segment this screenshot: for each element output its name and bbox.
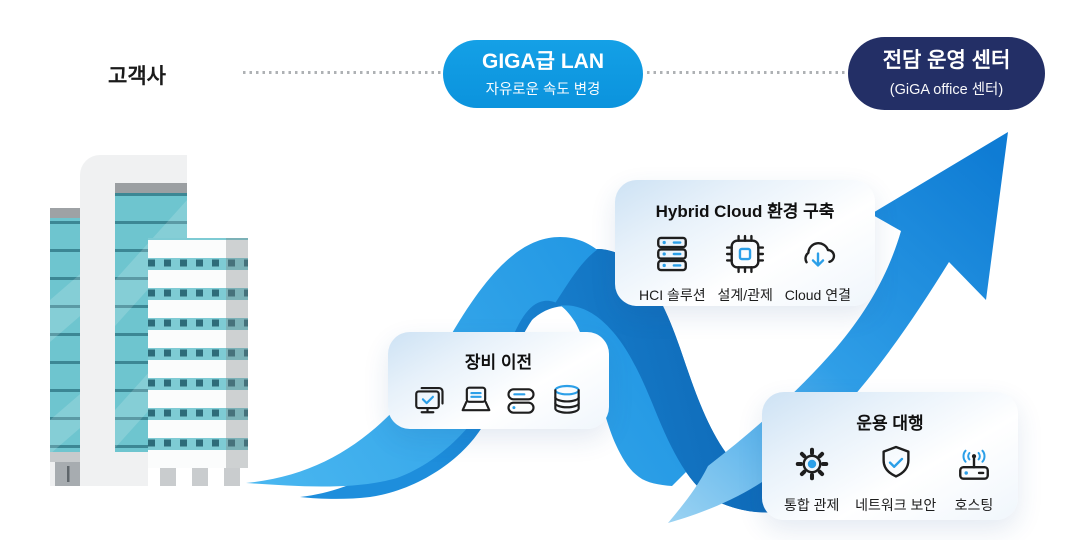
operation-center-pill: 전담 운영 센터 (GiGA office 센터) [848, 37, 1045, 110]
ops-item-hosting: 호스팅 [952, 442, 996, 515]
ops-item-hosting-label: 호스팅 [954, 497, 994, 513]
giga-lan-title: GIGA급 LAN [482, 49, 604, 73]
monitor-check-icon [410, 381, 450, 421]
server-icon [501, 381, 541, 421]
dotted-connector-left [243, 71, 441, 74]
router-icon [952, 442, 996, 486]
ops-item-control-label: 통합 관제 [784, 497, 840, 513]
cloud-download-icon [796, 232, 840, 276]
shield-check-icon [874, 442, 918, 486]
operations-card: 운용 대행 통합 관제 [762, 392, 1018, 520]
equipment-move-card: 장비 이전 [388, 332, 609, 429]
laptop-icon [456, 381, 496, 421]
customer-label: 고객사 [108, 65, 166, 88]
ops-item-control: 통합 관제 [784, 442, 839, 515]
dotted-connector-right [647, 71, 846, 74]
ops-item-security: 네트워크 보안 [855, 442, 936, 515]
operations-card-title: 운용 대행 [856, 414, 924, 433]
gear-icon [790, 442, 834, 486]
ops-item-security-label: 네트워크 보안 [855, 497, 937, 513]
hybrid-item-design-label: 설계/관제 [717, 287, 773, 303]
operation-center-subtitle: (GiGA office 센터) [889, 81, 1004, 98]
giga-lan-subtitle: 자유로운 속도 변경 [485, 82, 601, 99]
giga-lan-pill: GIGA급 LAN 자유로운 속도 변경 [443, 40, 643, 108]
equipment-move-card-title: 장비 이전 [464, 353, 533, 372]
operation-center-title: 전담 운영 센터 [882, 49, 1011, 73]
chip-icon [723, 232, 767, 276]
server-stack-icon [650, 232, 694, 276]
hybrid-item-hci-label: HCI 솔루션 [639, 287, 706, 303]
hybrid-item-design: 설계/관제 [717, 232, 773, 305]
hybrid-cloud-card: Hybrid Cloud 환경 구축 [615, 180, 875, 306]
database-icon [547, 381, 587, 421]
hybrid-cloud-card-title: Hybrid Cloud 환경 구축 [655, 202, 835, 221]
hybrid-item-cloud-label: Cloud 연결 [784, 287, 851, 303]
hybrid-item-cloud: Cloud 연결 [785, 232, 851, 305]
hybrid-item-hci: HCI 솔루션 [639, 232, 706, 305]
